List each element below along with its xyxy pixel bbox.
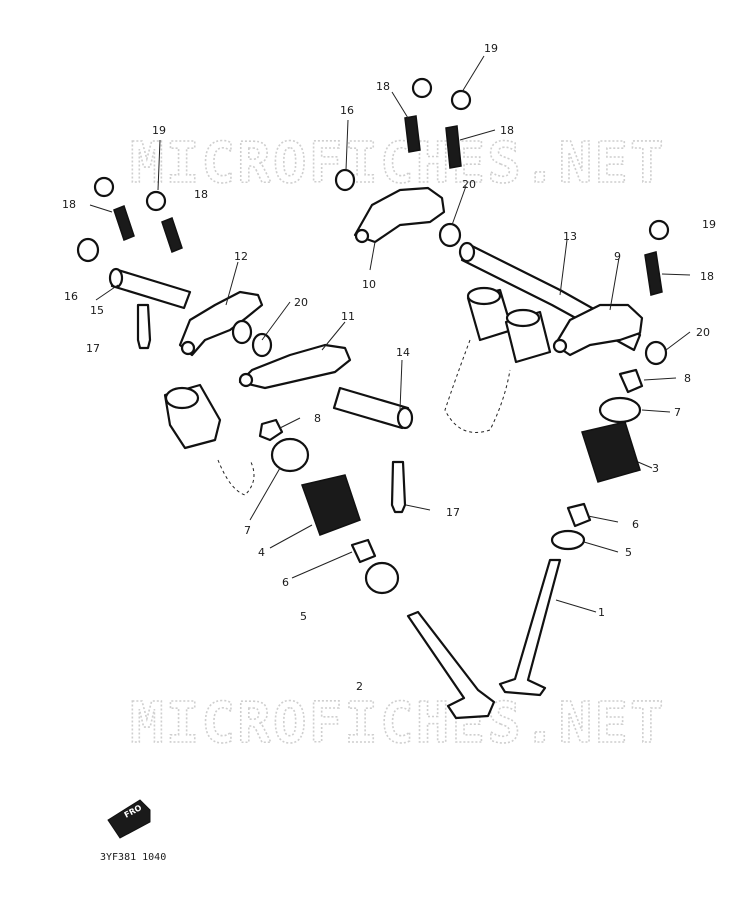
- front-arrow-marker: FRO: [107, 799, 151, 839]
- callout-17-left: 17: [86, 342, 100, 355]
- callout-19-c: 19: [702, 218, 716, 231]
- rocker-arm-11: [238, 343, 352, 390]
- locknut-19-e: [648, 219, 670, 241]
- front-arrow-icon: [107, 799, 151, 839]
- retainer-5-right: [550, 529, 586, 551]
- adjusting-screw-18-d: [445, 125, 462, 169]
- left-valve-lifter: [163, 383, 255, 496]
- nut-8-right: [618, 368, 644, 394]
- callout-7-right: 7: [674, 406, 681, 419]
- callout-18-a: 18: [62, 198, 76, 211]
- callout-16-left: 16: [64, 290, 78, 303]
- callout-12: 12: [234, 250, 248, 263]
- adjusting-screw-18-e: [644, 251, 663, 296]
- adjusting-screw-18-b: [161, 217, 183, 253]
- callout-20-top: 20: [462, 178, 476, 191]
- watermark-bottom: MICROFICHES.NET: [130, 691, 666, 756]
- locknut-19-d: [450, 89, 472, 111]
- right-spring-stack: [550, 368, 644, 551]
- callout-6-left: 6: [282, 576, 289, 589]
- adjusting-screw-18-c: [404, 115, 421, 153]
- collet-6-right: [566, 502, 592, 528]
- locknut-19-c: [411, 77, 433, 99]
- watermark-top: MICROFICHES.NET: [130, 131, 666, 196]
- top-center-rocker-assembly: [334, 77, 472, 248]
- spring-seat-7-left: [270, 437, 310, 473]
- bolt-17-right: [390, 460, 407, 514]
- callout-18-e: 18: [700, 270, 714, 283]
- callout-17-right: 17: [446, 506, 460, 519]
- valves: [406, 558, 562, 720]
- callout-18-d: 18: [500, 124, 514, 137]
- o-ring-16-top: [334, 168, 356, 192]
- right-rocker-assembly: [458, 219, 670, 366]
- nut-8-left: [258, 418, 284, 442]
- valve-spring-3: [581, 421, 641, 483]
- callout-13: 13: [563, 230, 577, 243]
- callout-4: 4: [258, 546, 265, 559]
- callout-18-c: 18: [376, 80, 390, 93]
- locknut-19-a: [93, 176, 115, 198]
- washer-20-right: [644, 340, 668, 366]
- rocker-arm-12: [178, 290, 264, 357]
- callout-2: 2: [356, 680, 363, 693]
- center-rocker-assembly: [238, 343, 414, 514]
- callout-20-right: 20: [696, 326, 710, 339]
- rocker-arm-9: [553, 303, 644, 357]
- rocker-arm-10: [353, 186, 446, 244]
- rocker-shaft-15: [110, 268, 192, 310]
- bolt-17-left: [136, 303, 152, 350]
- locknut-19-b: [145, 190, 167, 212]
- center-lifters: [444, 286, 552, 433]
- valve-spring-4: [301, 474, 361, 536]
- leader-lines: [89, 55, 691, 613]
- callout-19-b: 19: [484, 42, 498, 55]
- callout-18-b: 18: [194, 188, 208, 201]
- callout-15: 15: [90, 304, 104, 317]
- callout-8-left: 8: [314, 412, 321, 425]
- callout-6-right: 6: [632, 518, 639, 531]
- callout-19-a: 19: [152, 124, 166, 137]
- callout-20-left: 20: [294, 296, 308, 309]
- callout-8-right: 8: [684, 372, 691, 385]
- diagram-code: 3YF381 1040: [100, 852, 166, 863]
- adjusting-screw-18-a: [113, 205, 135, 241]
- callout-10: 10: [362, 278, 376, 291]
- left-spring-stack: [270, 437, 400, 595]
- rocker-shaft-14: [332, 386, 410, 430]
- callout-11: 11: [341, 310, 355, 323]
- washer-20-top: [438, 222, 462, 248]
- callout-16-top: 16: [340, 104, 354, 117]
- callout-1: 1: [598, 606, 605, 619]
- callout-numbers: 1 2 3 4 5 5 6 6 7 7 8 8 9 10 11 12 13 14…: [62, 42, 716, 693]
- collet-6-left: [350, 538, 377, 564]
- left-rocker-assembly: [76, 176, 273, 358]
- valve-2: [406, 610, 496, 720]
- callout-5-right: 5: [625, 546, 632, 559]
- callout-9: 9: [614, 250, 621, 263]
- spring-seat-7-right: [598, 396, 642, 424]
- o-ring-16-left: [76, 237, 100, 263]
- callout-3: 3: [652, 462, 659, 475]
- valve-1: [498, 558, 562, 697]
- retainer-5-left: [364, 561, 400, 595]
- callout-14: 14: [396, 346, 410, 359]
- callout-5-left: 5: [300, 610, 307, 623]
- callout-7-left: 7: [244, 524, 251, 537]
